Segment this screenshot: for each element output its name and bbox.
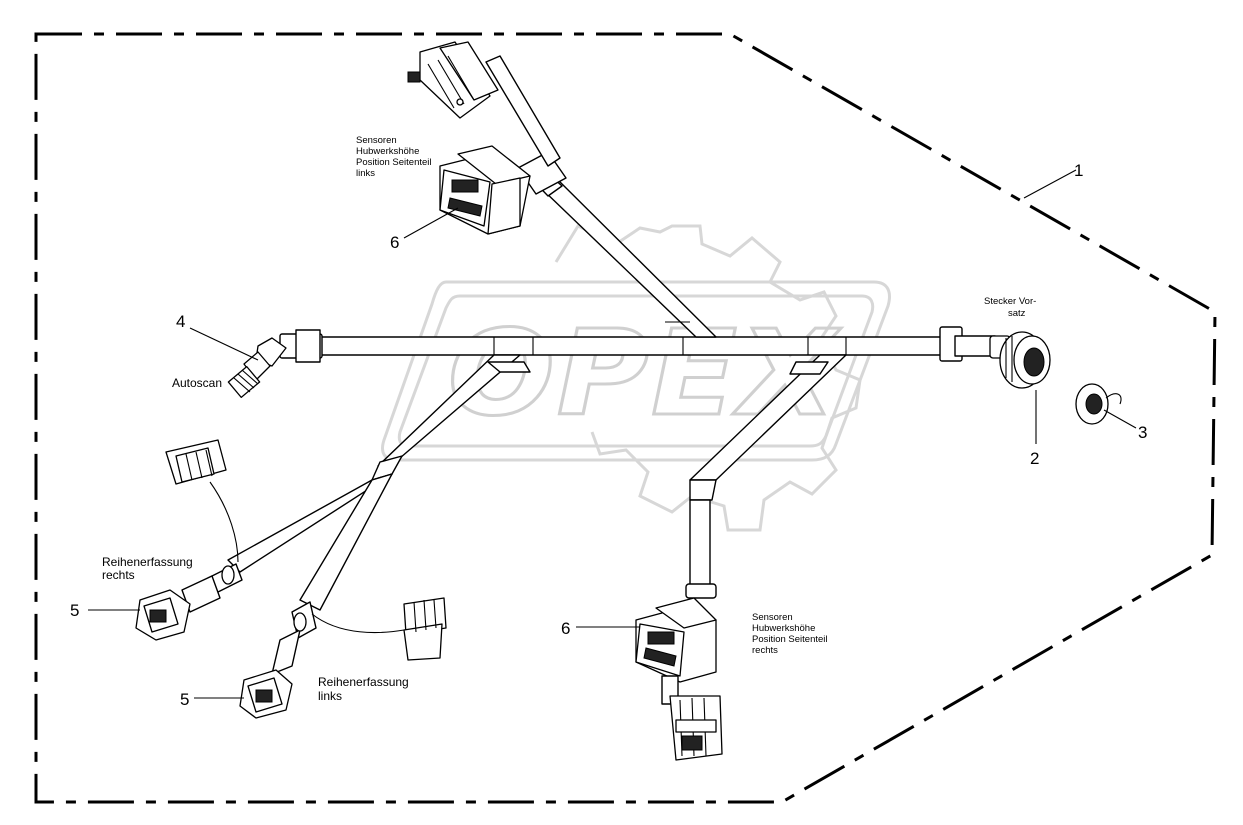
- bottom-sensor-connector: [669, 695, 723, 761]
- row-sensor-connector-right: [135, 589, 191, 641]
- row-sensor-left-cable: [271, 601, 317, 675]
- leader-6a: [403, 207, 459, 239]
- svg-text:rechts: rechts: [752, 645, 778, 656]
- svg-text:Hubwerkshöhe: Hubwerkshöhe: [356, 146, 419, 157]
- round-plug-connector: [989, 331, 1051, 389]
- svg-text:Sensoren: Sensoren: [752, 612, 793, 623]
- row-sensor-right-cable: [181, 563, 243, 613]
- tether-loop-lower: [311, 613, 405, 634]
- svg-text:links: links: [318, 689, 342, 703]
- svg-text:Position Seitenteil: Position Seitenteil: [752, 634, 828, 645]
- protective-cap: [1075, 383, 1122, 425]
- callout-3: 3: [1138, 423, 1147, 442]
- svg-text:rechts: rechts: [102, 568, 135, 582]
- main-trunk-cable: [279, 326, 996, 363]
- svg-text:Stecker Vor-: Stecker Vor-: [984, 296, 1036, 307]
- autoscan-sensor: [227, 337, 287, 399]
- callout-4: 4: [176, 312, 185, 331]
- callout-5-left: 5: [180, 690, 189, 709]
- label-stecker-vorsatz: Stecker Vor- satz: [984, 296, 1036, 319]
- svg-text:links: links: [356, 168, 375, 179]
- svg-text:Sensoren: Sensoren: [356, 135, 397, 146]
- leader-1: [1023, 169, 1077, 199]
- left-branch-cable: [227, 354, 531, 611]
- sensor-connector-right: [635, 597, 717, 683]
- sensor-connector-left: [439, 145, 531, 235]
- tether-loop-upper: [209, 481, 239, 563]
- watermark-text: OPEX: [448, 304, 841, 442]
- leader-4: [189, 327, 259, 361]
- label-row-right: Reihenerfassung rechts: [102, 555, 193, 582]
- svg-text:Position Seitenteil: Position Seitenteil: [356, 157, 432, 168]
- row-sensor-connector-left: [239, 669, 293, 719]
- label-sensor-right: Sensoren Hubwerkshöhe Position Seitentei…: [752, 612, 828, 656]
- svg-text:Reihenerfassung: Reihenerfassung: [102, 555, 193, 569]
- assembly-boundary-outline: [34, 32, 1217, 804]
- svg-text:Hubwerkshöhe: Hubwerkshöhe: [752, 623, 815, 634]
- loose-plug-lower: [403, 597, 447, 661]
- loose-plug-upper: [165, 439, 227, 485]
- callout-5-right: 5: [70, 601, 79, 620]
- label-sensor-left: Sensoren Hubwerkshöhe Position Seitentei…: [356, 135, 432, 179]
- callout-6-left: 6: [390, 233, 399, 252]
- svg-text:satz: satz: [1008, 308, 1026, 319]
- callout-6-right: 6: [561, 619, 570, 638]
- top-sensor-connector: [407, 41, 499, 119]
- label-autoscan: Autoscan: [172, 376, 222, 390]
- callout-2: 2: [1030, 449, 1039, 468]
- svg-text:Reihenerfassung: Reihenerfassung: [318, 675, 409, 689]
- upper-branch-cable: [485, 55, 717, 338]
- leader-3: [1103, 409, 1137, 429]
- callout-1: 1: [1074, 161, 1083, 180]
- right-branch-cable: [685, 354, 847, 599]
- label-row-left: Reihenerfassung links: [318, 675, 409, 703]
